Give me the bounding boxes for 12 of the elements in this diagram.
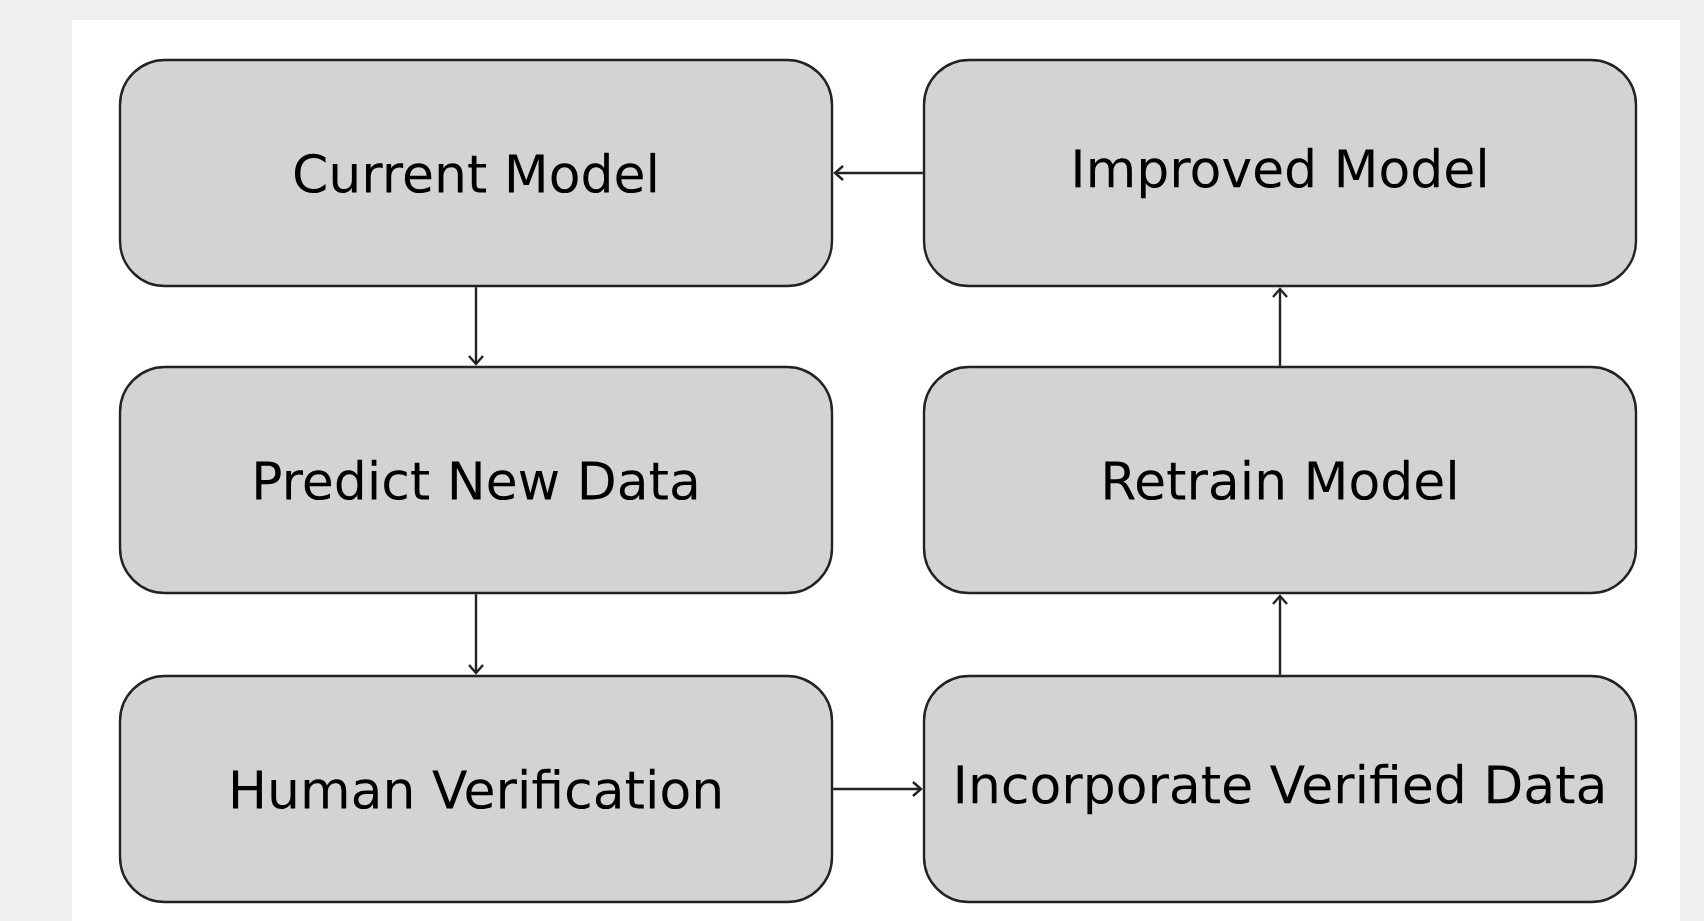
process-box: Current Model (118, 58, 834, 288)
arrow (1272, 594, 1288, 675)
process-box: Human Verification (118, 674, 834, 904)
process-box: Improved Model (922, 58, 1638, 288)
process-box: Retrain Model (922, 365, 1638, 595)
arrow (833, 781, 923, 797)
arrow (833, 165, 923, 181)
arrow (468, 594, 484, 675)
process-box: Predict New Data (118, 365, 834, 595)
process-box: Incorporate Verified Data (922, 674, 1638, 904)
arrow (468, 287, 484, 366)
arrow (1272, 287, 1288, 366)
